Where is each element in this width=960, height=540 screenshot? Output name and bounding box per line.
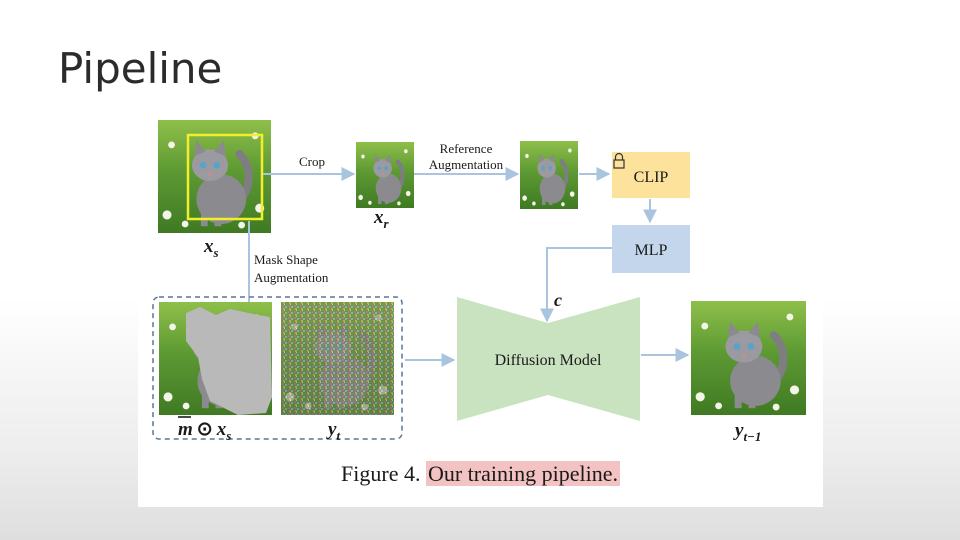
figure-caption: Figure 4. Our training pipeline. — [138, 461, 823, 487]
pipeline-diagram: Crop Reference Augmentation CLIP MLP c — [138, 101, 823, 507]
yt-minus-1-label: yt−1 — [733, 420, 761, 444]
reference-image — [356, 142, 414, 208]
figure-panel: Crop Reference Augmentation CLIP MLP c — [138, 101, 823, 507]
ref-aug-label-line2: Augmentation — [429, 157, 504, 172]
xr-label: xr — [373, 207, 390, 231]
mlp-label: MLP — [635, 242, 668, 259]
masked-source-label: m⊙xs — [178, 419, 231, 443]
masked-image — [159, 302, 272, 415]
mask-aug-label-line1: Mask Shape — [254, 252, 318, 267]
mask-aug-label-line2: Augmentation — [254, 270, 329, 285]
augmented-reference-image — [520, 141, 578, 209]
diffusion-label: Diffusion Model — [495, 352, 602, 369]
clip-label: CLIP — [634, 169, 669, 186]
noisy-image — [281, 302, 394, 415]
yt-label: yt — [326, 419, 340, 443]
condition-label: c — [554, 290, 562, 310]
source-image — [158, 120, 271, 233]
caption-prefix: Figure 4. — [341, 461, 420, 486]
slide-title: Pipeline — [58, 44, 222, 93]
caption-highlight: Our training pipeline. — [426, 461, 620, 486]
ref-aug-label-line1: Reference — [440, 141, 493, 156]
output-image — [691, 301, 806, 415]
xs-label: xs — [203, 236, 219, 260]
crop-label: Crop — [299, 154, 325, 169]
